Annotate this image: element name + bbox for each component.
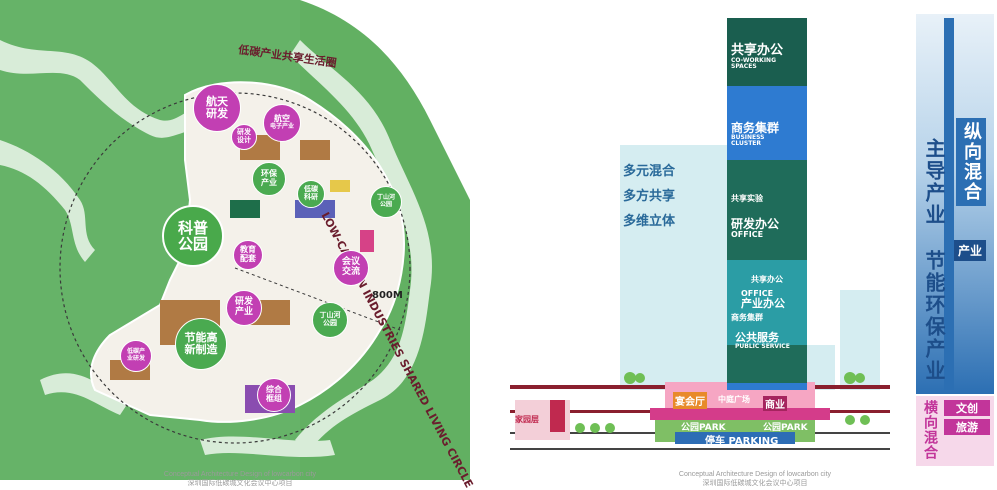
tower-shared-office: 共享办公 — [751, 275, 783, 284]
zone-lowcarbon-label: 低碳 — [304, 185, 318, 194]
slogan-list: 多元混合 多方共享 多维立体 — [623, 160, 675, 229]
sidebar-pink-tags: 文创 旅游 — [944, 400, 990, 435]
zone-dingshan-park-north: 丁山河公园 — [370, 186, 402, 218]
section-caption-cn: 深圳国际低碳城文化会议中心项目 — [702, 480, 808, 487]
zone-design-label: 设计 — [237, 136, 251, 144]
zone-lowcarbon-rnd: 低碳产业研发 — [120, 340, 152, 372]
section-caption: Conceptual Architecture Design of lowcar… — [655, 470, 855, 488]
business-en: BUSINESS CLUSTER — [731, 133, 765, 147]
podium-commerce: 商业 — [763, 396, 787, 411]
public-en: PUBLIC SERVICE — [735, 342, 790, 350]
radius-line — [234, 267, 401, 331]
coworking-en: CO-WORKING SPACES — [731, 56, 777, 70]
industry-office-cn: 产业办公 — [741, 297, 785, 311]
rnd-office-cn: 研发办公 — [731, 217, 780, 231]
public-cn: 公共服务 — [735, 331, 779, 344]
map-caption-en: Conceptual Architecture Design of lowcar… — [163, 471, 317, 478]
main-industry: 主导产业 — [922, 138, 946, 226]
business-cn: 商务集群 — [731, 121, 780, 135]
tower-industry-office: OFFICE 产业办公 — [741, 289, 785, 311]
tower-lab: 共享实验 — [731, 194, 763, 203]
eco-industry: 节能环保产业 — [922, 250, 946, 382]
shared-office-cn: 共享办公 — [751, 275, 783, 284]
map-background — [0, 0, 470, 480]
podium-park-2: 公园PARK — [763, 423, 808, 433]
lab-cn: 共享实验 — [731, 194, 763, 203]
section-diagram: 多元混合 多方共享 多维立体 共享办公 CO-WORKING SPACES 商务… — [505, 0, 915, 488]
industry-tag: 产业 — [954, 240, 987, 261]
zone-energy-mfg-label: 节能高新制造 — [184, 330, 218, 356]
zone-science-park: 科普公园 — [162, 205, 224, 267]
culture-tag: 文创 — [944, 400, 990, 416]
zone-env-industry: 环保产业 — [252, 162, 286, 196]
rnd-office-en: OFFICE — [731, 229, 764, 239]
slogan-2: 多方共享 — [623, 189, 676, 204]
zone-science-park-label: 科普公园 — [177, 218, 208, 253]
map-caption: Conceptual Architecture Design of lowcar… — [140, 470, 340, 488]
sidebar: 纵向混合 主导产业 节能环保产业 产业 横向混合 文创 旅游 — [916, 14, 994, 466]
zone-rnd-label: 研发 — [237, 128, 251, 137]
podium-plaza: 中庭广场 — [718, 395, 750, 404]
zone-complex: 综合框组 — [257, 378, 291, 412]
zone-rnd-industry: 研发产业 — [226, 290, 262, 326]
masterplan-map: 低碳产业共享生活圈 LOW-CARBON INDUSTRIES SHARED L… — [0, 0, 476, 490]
zone-research-label: 科研 — [304, 193, 318, 201]
zone-education-label: 教育配套 — [240, 245, 256, 263]
office-en: OFFICE — [741, 289, 774, 298]
tower-business-2: 商务集群 — [731, 313, 763, 322]
slogan-1: 多元混合 — [623, 164, 676, 179]
podium-parking: 停车 PARKING — [705, 436, 779, 447]
zone-complex-label: 综合框组 — [266, 385, 282, 403]
podium-park-1: 公园PARK — [681, 423, 726, 433]
zone-conference: 会议交流 — [333, 250, 369, 286]
tower-coworking: 共享办公 CO-WORKING SPACES — [731, 44, 791, 70]
sidebar-accent-bar — [944, 18, 954, 390]
zone-dingshan-south-label: 丁山河公园 — [319, 311, 341, 327]
zone-aviation: 航空电子产业 — [263, 104, 301, 142]
slogan-3: 多维立体 — [623, 214, 676, 229]
vertical-mix: 纵向混合 — [956, 118, 986, 206]
coworking-cn: 共享办公 — [731, 43, 784, 58]
zone-rnd-design: 研发设计 — [231, 124, 257, 150]
zone-dingshan-north-label: 丁山河公园 — [376, 194, 395, 208]
section-caption-en: Conceptual Architecture Design of lowcar… — [678, 471, 832, 478]
section-background — [510, 18, 890, 450]
business2-cn: 商务集群 — [731, 313, 763, 322]
zone-aerospace: 航天研发 — [193, 84, 241, 132]
podium-banquet: 宴会厅 — [673, 392, 707, 409]
radius-label: 800M — [372, 290, 403, 301]
tower-business: 商务集群 BUSINESS CLUSTER — [731, 122, 781, 147]
map-caption-cn: 深圳国际低碳城文化会议中心项目 — [187, 480, 293, 487]
zone-aviation-label: 航空 — [274, 114, 290, 124]
zone-energy-mfg: 节能高新制造 — [175, 318, 227, 370]
horizontal-mix: 横向混合 — [922, 400, 938, 460]
tourism-tag: 旅游 — [944, 419, 990, 435]
zone-conference-label: 会议交流 — [341, 257, 360, 277]
zone-lowcarbon-rnd-label: 低碳产业研发 — [126, 348, 145, 362]
zone-lowcarbon-research: 低碳科研 — [297, 180, 325, 208]
tower-rnd-office: 研发办公 OFFICE — [731, 218, 779, 239]
zone-aerospace-label: 航天研发 — [206, 94, 228, 120]
zone-electronics-label: 电子产业 — [269, 123, 294, 131]
zone-rnd-industry-label: 研发产业 — [234, 297, 253, 317]
tower-public: 公共服务 PUBLIC SERVICE — [735, 332, 790, 350]
zone-env-label: 环保产业 — [261, 169, 277, 187]
zone-education: 教育配套 — [233, 240, 263, 270]
podium-home: 家园层 — [515, 415, 539, 424]
zone-dingshan-park-south: 丁山河公园 — [312, 302, 348, 338]
